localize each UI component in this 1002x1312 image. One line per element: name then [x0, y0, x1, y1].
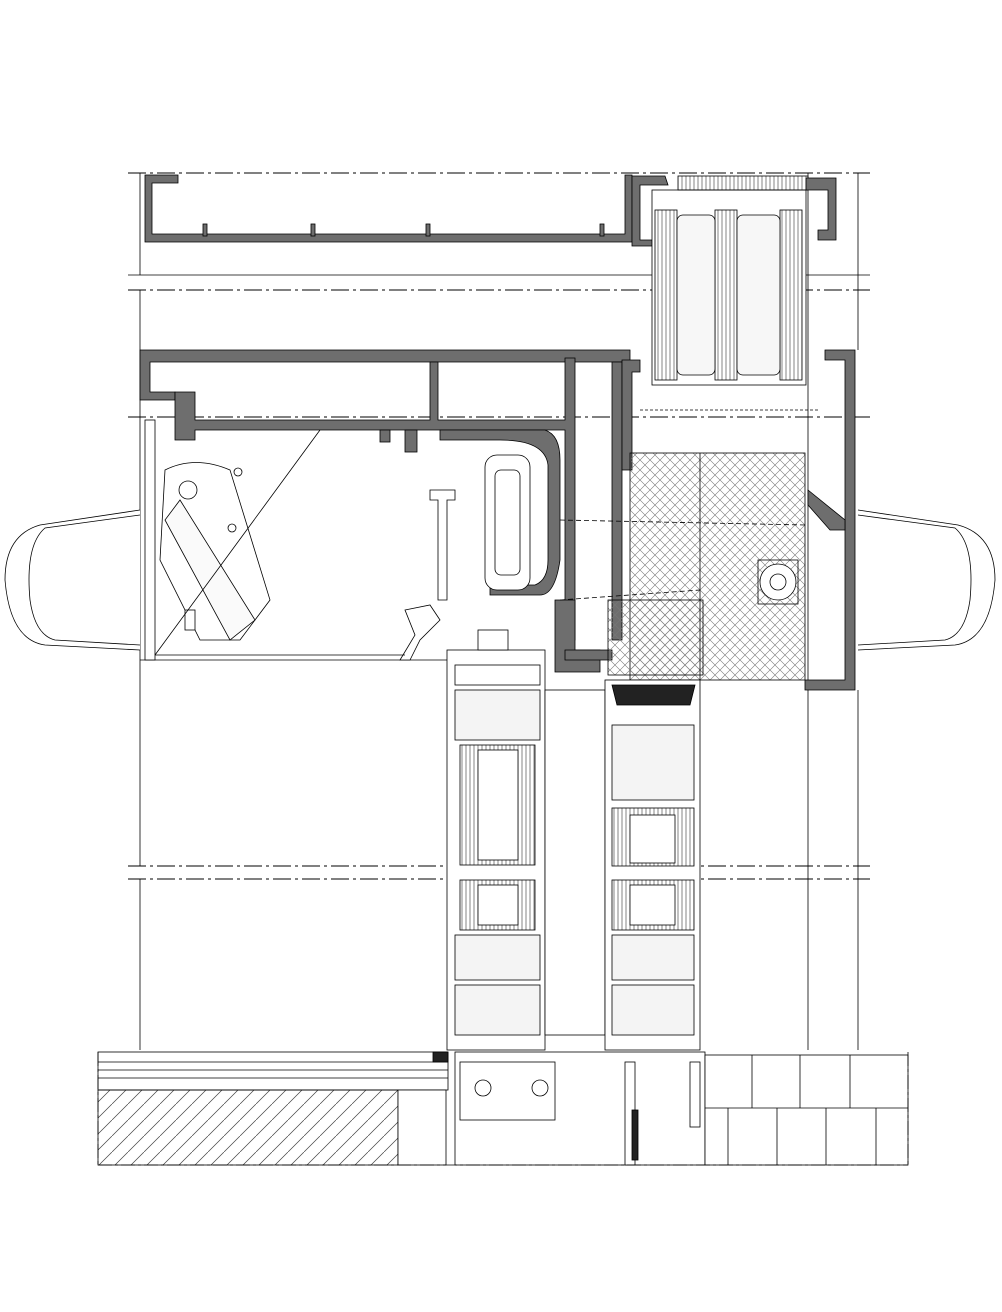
- main-frame-profile: [139, 349, 856, 691]
- hardware-mechanism: [144, 419, 531, 661]
- glazing-unit-upper: [651, 175, 837, 386]
- top-frame-profile: [144, 174, 669, 247]
- sash-right-lower: [604, 679, 701, 1051]
- handle-left: [4, 509, 141, 651]
- insulation-block: [559, 409, 820, 681]
- sash-left-lower: [446, 629, 606, 1051]
- floor-section: [97, 1051, 909, 1166]
- handle-right: [857, 509, 996, 651]
